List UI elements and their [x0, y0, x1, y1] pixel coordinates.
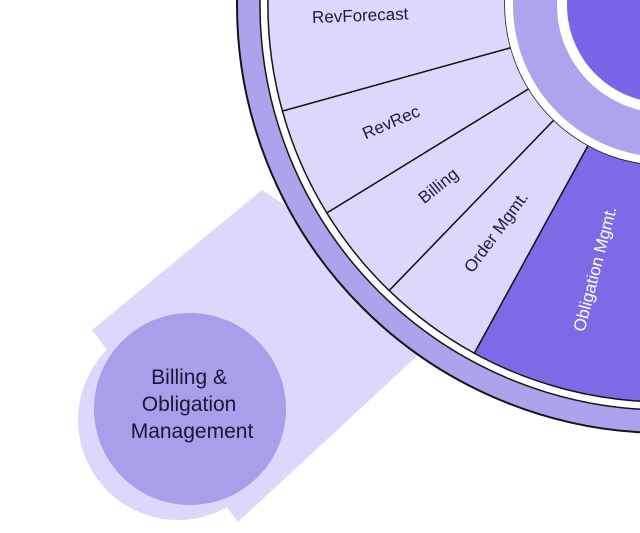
wheel-segments [267, 0, 640, 402]
callout-bubble [94, 313, 286, 505]
callout-line-1: Billing & [151, 366, 227, 389]
callout-line-3: Management [131, 420, 254, 443]
callout-line-2: Obligation [142, 393, 237, 416]
wheel-core [567, 0, 640, 100]
callout-label: Billing & Obligation Management [131, 366, 254, 443]
wheel-segment-label-1: RevForecast [312, 4, 409, 27]
